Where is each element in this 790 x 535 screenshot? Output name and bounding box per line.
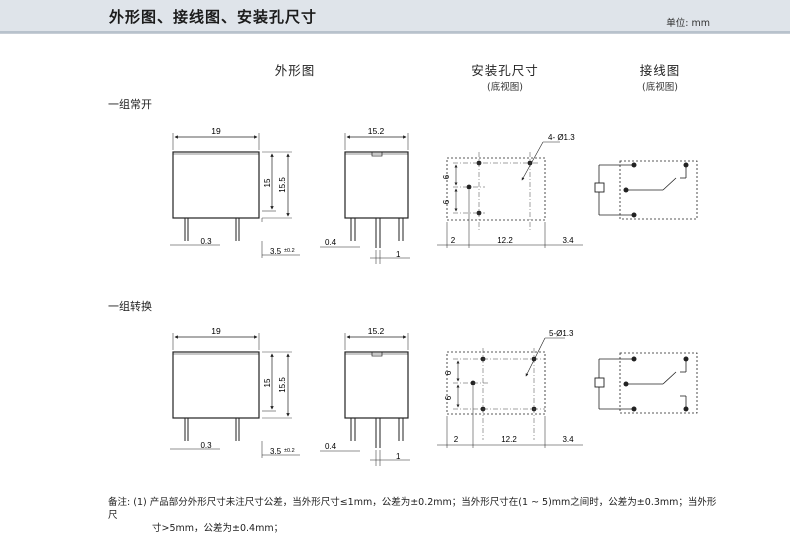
dim-hole-label: 4- Ø1.3 (548, 133, 575, 142)
header-accent-line (0, 31, 790, 33)
dim-height-15: 15 (263, 378, 272, 387)
dim-width-19: 19 (211, 126, 221, 136)
dim-pin-3-5: 3.5 (270, 247, 282, 256)
dim-side-width: 15.2 (368, 126, 385, 136)
dim-hole-pitch-b: 6 (442, 199, 451, 204)
dim-pin-3-5: 3.5 (270, 447, 282, 456)
section1-mounting-holes (437, 141, 583, 248)
dim-side-pin-0-4: 0.4 (325, 238, 337, 247)
dim-hole-pitch-b: 6 (444, 395, 453, 400)
dim-pin-3-5-tol: ±0.2 (284, 448, 295, 454)
dim-height-15-5: 15.5 (278, 377, 287, 393)
mounting-outline (446, 157, 546, 221)
section-label-normally-open: 一组常开 (108, 98, 152, 111)
page-title: 外形图、接线图、安装孔尺寸 (109, 8, 318, 26)
dim-width-19: 19 (211, 326, 221, 336)
mounting-column-title: 安装孔尺寸 (471, 63, 539, 78)
wiring-column-title: 接线图 (639, 63, 681, 78)
dim-height-15-5: 15.5 (278, 177, 287, 193)
relay-body-front (172, 151, 260, 219)
mounting-column-subtitle: (底视图) (487, 82, 523, 93)
dim-pin-0-3: 0.3 (200, 237, 212, 246)
section2-wiring-diagram (594, 352, 698, 414)
section1-front-view (170, 133, 300, 258)
footnote-line-2: 寸>5mm，公差为±0.4mm； (152, 523, 284, 534)
mounting-hole (466, 184, 472, 190)
relay-body-side (344, 151, 409, 219)
footnote-prefix: 备注: (108, 497, 131, 508)
section2-side-view (320, 333, 410, 466)
dim-hole-offset-right: 3.4 (562, 435, 574, 444)
footnote-line-1: (1) 产品部分外形尺寸未注尺寸公差，当外形尺寸≤1mm，公差为±0.2mm；当… (108, 497, 717, 521)
dim-hole-offset-left: 2 (451, 236, 456, 245)
dim-hole-offset-left: 2 (454, 435, 459, 444)
dim-hole-pitch-a: 6 (442, 174, 451, 179)
relay-body-front (172, 351, 260, 419)
unit-label: 单位: mm (666, 18, 710, 29)
section1-wiring-diagram (594, 160, 698, 220)
footnote: 备注: (1) 产品部分外形尺寸未注尺寸公差，当外形尺寸≤1mm，公差为±0.2… (108, 496, 718, 535)
dim-hole-pitch-a: 6 (444, 370, 453, 375)
technical-drawing: 19 15 15.5 0.3 3.5 ±0.2 15.2 0.4 1 (170, 126, 698, 466)
dim-side-width: 15.2 (368, 326, 385, 336)
dim-pin-3-5-tol: ±0.2 (284, 248, 295, 254)
dim-side-pin-1: 1 (396, 250, 401, 259)
section2-front-view (170, 333, 300, 458)
wiring-column-subtitle: (底视图) (642, 82, 678, 93)
dim-pin-0-3: 0.3 (200, 441, 212, 450)
dim-hole-offset-right: 3.4 (562, 236, 574, 245)
coil-symbol (594, 182, 605, 193)
dim-hole-span: 12.2 (497, 236, 513, 245)
dim-height-15: 15 (263, 178, 272, 187)
section-label-changeover: 一组转换 (108, 300, 152, 313)
coil-symbol (594, 377, 605, 388)
dim-hole-span: 12.2 (501, 435, 517, 444)
section-header: 外形图、接线图、安装孔尺寸 单位: mm (0, 0, 790, 34)
outline-column-title: 外形图 (274, 63, 316, 78)
dim-side-pin-0-4: 0.4 (325, 442, 337, 451)
dim-hole-label: 5-Ø1.3 (549, 329, 574, 338)
dim-side-pin-1: 1 (396, 452, 401, 461)
section2-mounting-holes (437, 337, 583, 448)
section1-side-view (320, 133, 410, 264)
